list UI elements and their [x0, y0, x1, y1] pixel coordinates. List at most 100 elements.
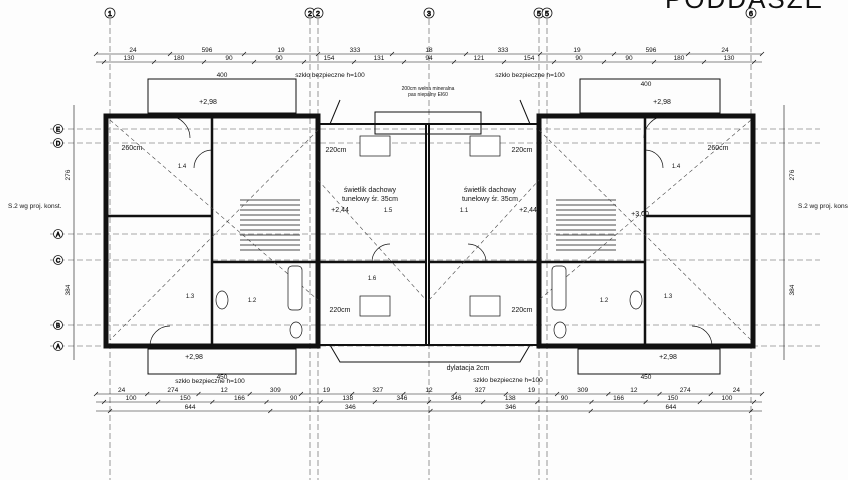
glass-note: szkło bezpieczne h=100	[175, 378, 245, 385]
dimension-tick	[144, 391, 150, 397]
dimension-tick	[748, 408, 754, 414]
axis-bubble-left	[53, 320, 63, 330]
dimension-tick	[93, 391, 99, 397]
dimension-tick	[389, 51, 395, 57]
dimension-tick	[318, 399, 323, 405]
width-label: 450	[641, 374, 652, 381]
dimension-tick	[751, 59, 757, 65]
level-note: +2,98	[199, 99, 217, 106]
dimension-tick	[535, 399, 540, 405]
dimension-tick	[463, 51, 469, 57]
axis-bubble-top	[745, 7, 757, 19]
dimension-tick	[101, 59, 107, 65]
dimension-tick	[503, 391, 509, 397]
axis-bubble-top	[104, 7, 116, 19]
dimension-bottom-2: 346	[396, 395, 407, 402]
dimension-top-1: 596	[646, 47, 657, 54]
dimension-bottom-3: 644	[665, 404, 676, 411]
dimension-tick	[349, 391, 355, 397]
axis-label-left: C	[56, 259, 61, 265]
dimension-bottom-2: 100	[721, 395, 732, 402]
dimension-right: 276	[789, 169, 796, 180]
dimension-tick	[428, 408, 433, 414]
dimension-bottom-3: 644	[185, 404, 196, 411]
level-note: +3,00	[631, 211, 649, 218]
level-note: +2,98	[185, 354, 203, 361]
dimension-tick	[551, 59, 557, 65]
axis-bubble-top	[423, 7, 435, 19]
sheet-title: PODDASZE	[665, 0, 824, 15]
dimension-tick	[210, 399, 215, 405]
dimension-bottom-1: 274	[167, 387, 178, 394]
level-note: +2,98	[653, 99, 671, 106]
dimension-bottom-2: 346	[451, 395, 462, 402]
dimension-top-1: 333	[350, 47, 361, 54]
dimension-top-2: 90	[575, 55, 583, 62]
dimension-tick	[685, 51, 691, 57]
dimension-tick	[196, 391, 201, 397]
dimension-bottom-1: 327	[372, 387, 383, 394]
dimension-tick	[426, 399, 432, 405]
dimension-tick	[167, 51, 173, 57]
dimension-top-2: 154	[324, 55, 335, 62]
dimension-bottom-2: 166	[613, 395, 624, 402]
dimension-tick	[151, 59, 157, 65]
dimension-bottom-1: 24	[733, 387, 741, 394]
dimension-bottom-2: 150	[667, 395, 678, 402]
dimension-bottom-2: 138	[505, 395, 516, 402]
dimension-tick	[298, 391, 304, 397]
skylight-note: tunelowy śr. 35cm	[342, 196, 398, 203]
dimension-top-1: 24	[129, 47, 137, 54]
dimension-bottom-1: 274	[680, 387, 691, 394]
dimension-tick	[708, 391, 714, 397]
dimension-tick	[759, 391, 765, 397]
axis-label-left: D	[56, 142, 61, 148]
dimension-tick	[401, 391, 406, 397]
dimension-top-2: 94	[425, 55, 433, 62]
dimension-tick	[537, 51, 543, 57]
skylight-note: świetlik dachowy	[344, 187, 397, 194]
dimension-bottom-1: 24	[118, 387, 126, 394]
height-note: 220cm	[511, 307, 532, 314]
height-note: 220cm	[325, 147, 346, 154]
room-number: 1.3	[186, 294, 195, 300]
axis-bubble-left	[53, 124, 63, 134]
dimension-bottom-2: 138	[342, 395, 353, 402]
dimension-tick	[401, 59, 407, 65]
dimension-tick	[268, 408, 273, 414]
dimension-top-2: 121	[474, 55, 485, 62]
dimension-top-1: 333	[498, 47, 509, 54]
axis-bubble-left	[53, 229, 63, 239]
room-number: 1.6	[368, 276, 377, 282]
dimension-bottom-2: 100	[126, 395, 137, 402]
axis-label-top: 3	[427, 11, 431, 18]
wool-note: 200cm wełna mineralna	[402, 86, 455, 92]
dimension-tick	[101, 399, 107, 405]
axis-label-left: A	[56, 345, 60, 351]
glass-note: szkło bezpieczne h=100	[473, 377, 543, 384]
axis-label-top: 2	[308, 11, 312, 18]
dimension-bottom-1: 12	[220, 387, 228, 394]
dimension-tick	[372, 399, 378, 405]
dimension-bottom-1: 327	[475, 387, 486, 394]
dimension-top-2: 154	[524, 55, 535, 62]
room-number: 1.1	[460, 208, 469, 214]
glass-note: szkło bezpieczne h=100	[295, 72, 365, 79]
dimension-top-1: 19	[573, 47, 581, 54]
dimension-bottom-3: 346	[505, 404, 516, 411]
dimension-tick	[315, 51, 321, 57]
structure-note: S.2 wg proj. konst.	[8, 203, 62, 210]
dimension-tick	[247, 391, 252, 397]
dimension-tick	[155, 399, 161, 405]
dimension-tick	[241, 51, 247, 57]
room-number: 1.2	[248, 298, 257, 304]
dimension-top-2: 130	[724, 55, 735, 62]
height-note: 260cm	[707, 145, 728, 152]
dimension-bottom-2: 90	[290, 395, 298, 402]
axis-label-top: 5	[545, 11, 549, 18]
dimension-tick	[554, 391, 560, 397]
dimension-left: 384	[65, 284, 72, 295]
dimension-top-2: 90	[275, 55, 283, 62]
